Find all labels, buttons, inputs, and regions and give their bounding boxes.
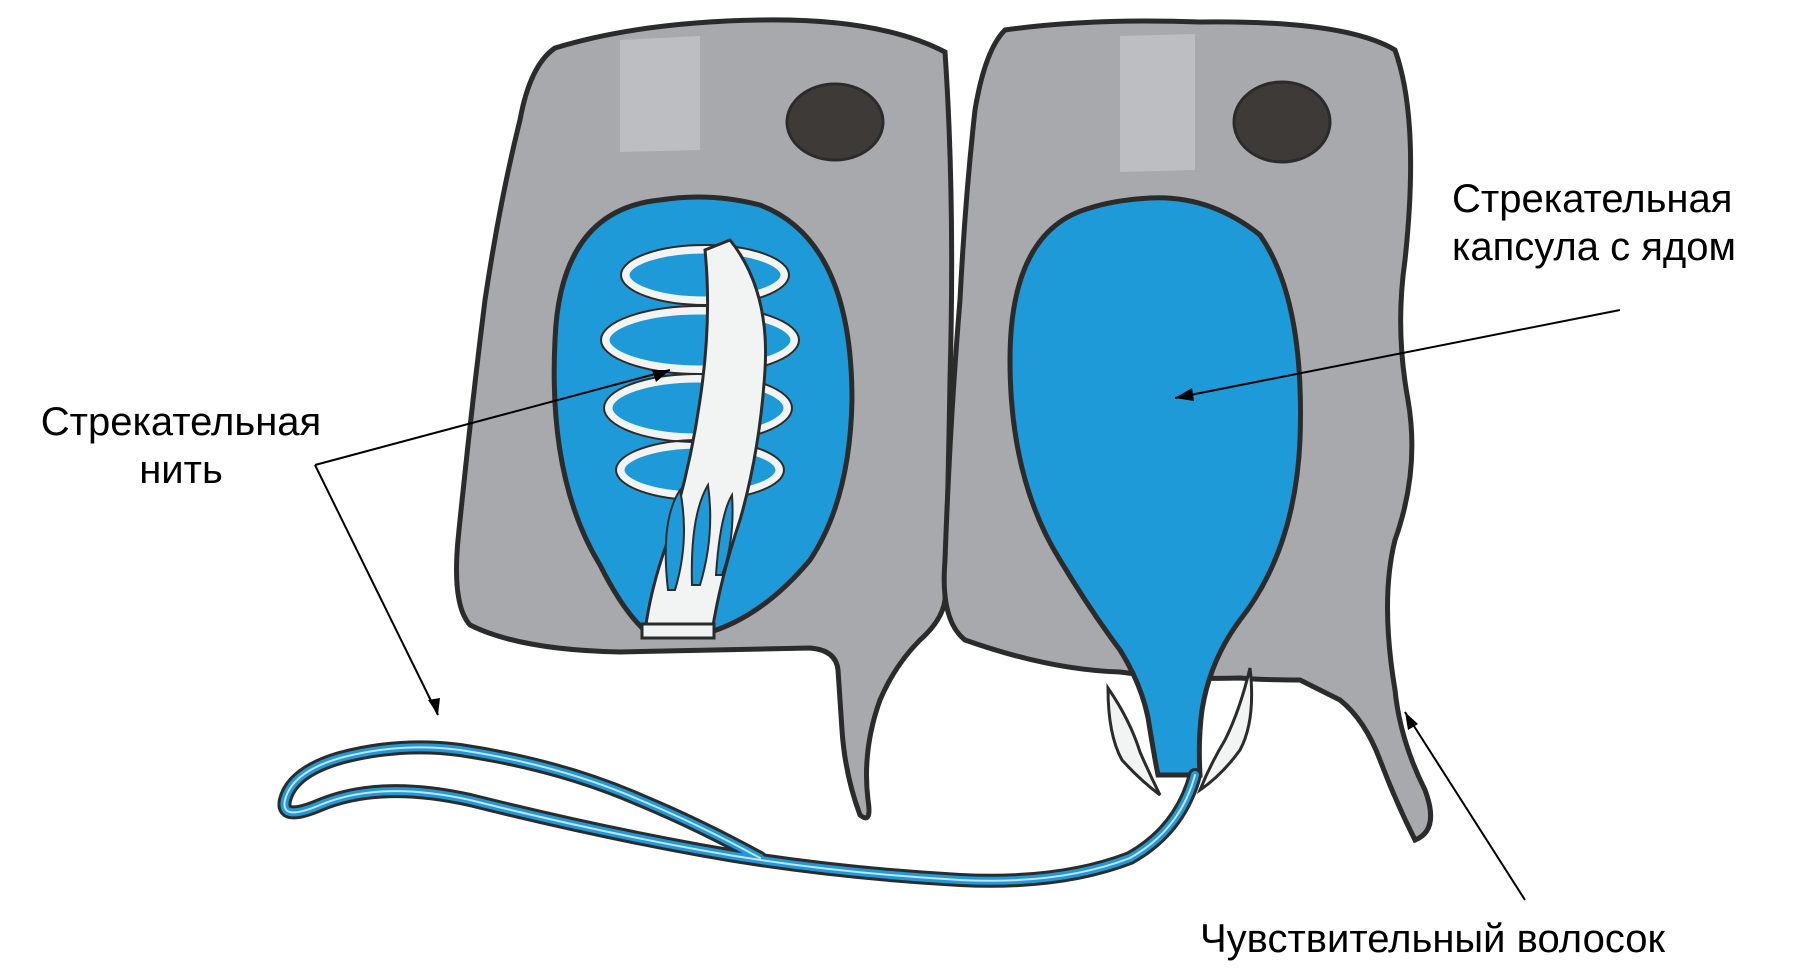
label-venom-capsule: Стрекательная капсула с ядом xyxy=(1452,175,1736,271)
label-stinging-thread: Стрекательная нить xyxy=(8,398,354,494)
label-sensory-hair-text: Чувствительный волосок xyxy=(1200,915,1665,963)
label-stinging-thread-line1: Стрекательная xyxy=(8,398,354,446)
discharged-thread xyxy=(284,747,1195,880)
right-cell-highlight xyxy=(1120,34,1195,172)
left-cell-highlight xyxy=(620,36,700,152)
thread-inner xyxy=(284,747,1195,880)
pointer-thread-to-tail xyxy=(315,465,438,715)
right-stinging-cell xyxy=(944,21,1430,840)
label-venom-capsule-line1: Стрекательная xyxy=(1452,175,1736,223)
tube-base xyxy=(642,624,714,638)
label-sensory-hair: Чувствительный волосок xyxy=(1200,915,1665,963)
arrowhead-tail xyxy=(428,698,440,715)
arrowhead-hair xyxy=(1405,712,1418,730)
left-stinging-cell xyxy=(457,20,952,818)
right-cell-nucleus xyxy=(1234,82,1330,162)
label-venom-capsule-line2: капсула с ядом xyxy=(1452,223,1736,271)
label-stinging-thread-line2: нить xyxy=(8,446,354,494)
right-capsule xyxy=(1010,198,1301,775)
left-cell-nucleus xyxy=(787,84,883,160)
